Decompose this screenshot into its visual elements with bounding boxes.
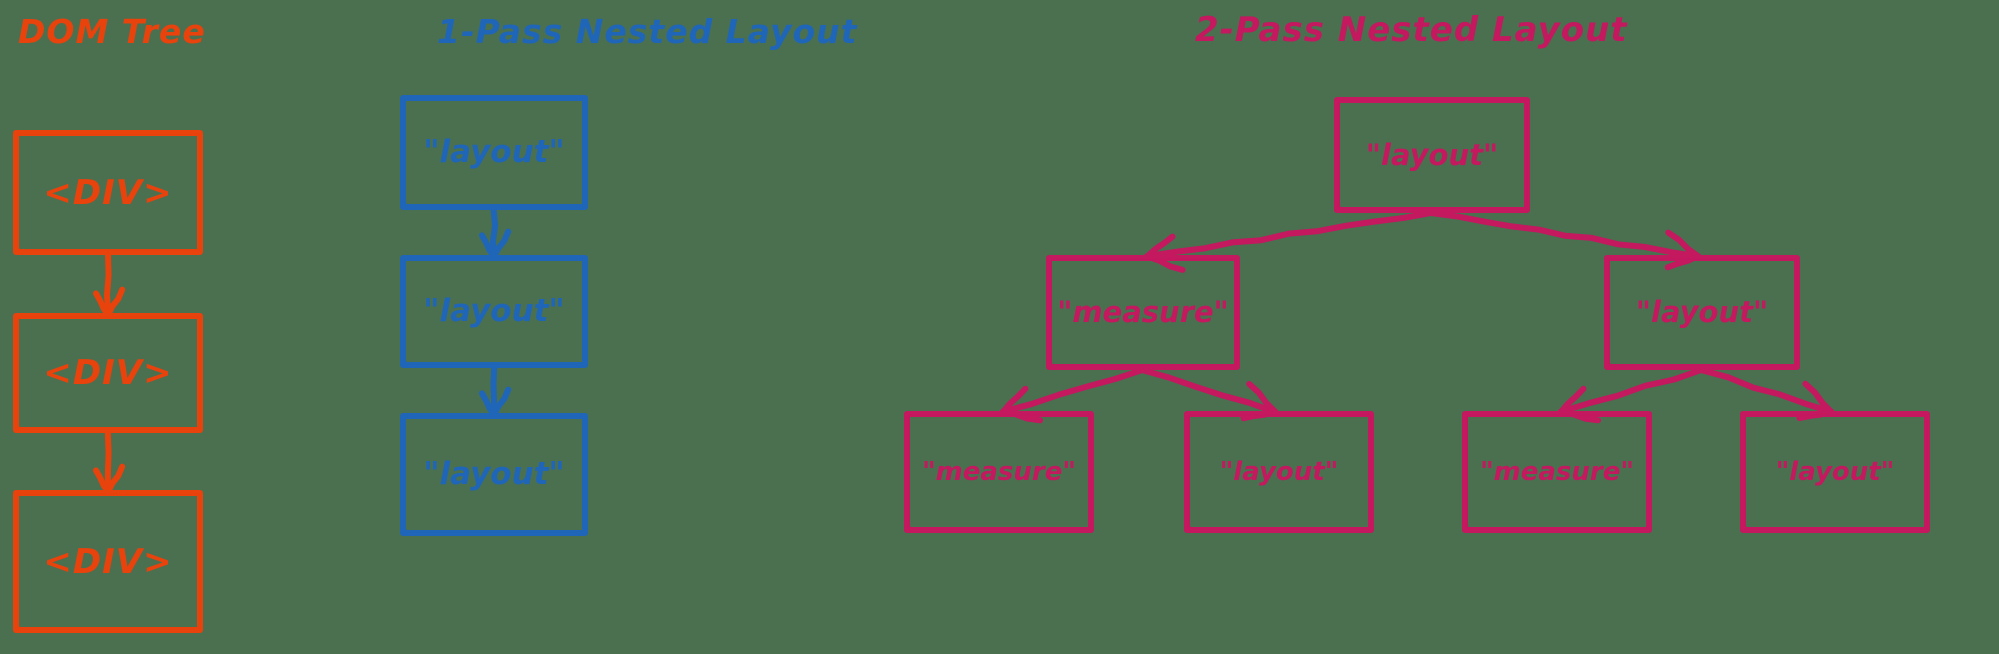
node-one-pass-nested-layout-1-layout: "layout" [400, 255, 588, 368]
node-label: <DIV> [43, 541, 173, 582]
node-two-pass-nested-layout-5-measure: "measure" [1462, 411, 1652, 533]
node-label: "measure" [1480, 457, 1634, 487]
node-label: "layout" [423, 134, 565, 170]
node-label: "measure" [1057, 295, 1229, 329]
panel-title-two-pass-nested-layout: 2-Pass Nested Layout [1195, 10, 1628, 50]
node-label: "layout" [423, 456, 565, 492]
node-two-pass-nested-layout-6-layout: "layout" [1740, 411, 1930, 533]
node-label: "layout" [423, 293, 565, 329]
node-label: "layout" [1635, 295, 1769, 329]
node-dom-tree-0-div: <DIV> [13, 130, 203, 255]
node-one-pass-nested-layout-2-layout: "layout" [400, 413, 588, 536]
node-label: <DIV> [43, 172, 173, 213]
panel-title-dom-tree: DOM Tree [18, 12, 206, 51]
node-two-pass-nested-layout-3-measure: "measure" [904, 411, 1094, 533]
node-two-pass-nested-layout-2-layout: "layout" [1604, 255, 1800, 370]
node-label: "layout" [1775, 457, 1895, 487]
node-one-pass-nested-layout-0-layout: "layout" [400, 95, 588, 210]
node-label: "layout" [1219, 457, 1339, 487]
node-two-pass-nested-layout-1-measure: "measure" [1046, 255, 1240, 370]
node-dom-tree-1-div: <DIV> [13, 313, 203, 433]
node-two-pass-nested-layout-0-layout: "layout" [1334, 97, 1530, 213]
panel-title-one-pass-nested-layout: 1-Pass Nested Layout [437, 12, 858, 51]
node-label: "measure" [922, 457, 1076, 487]
node-label: <DIV> [43, 353, 173, 393]
node-two-pass-nested-layout-4-layout: "layout" [1184, 411, 1374, 533]
node-label: "layout" [1365, 137, 1499, 172]
node-dom-tree-2-div: <DIV> [13, 490, 203, 633]
